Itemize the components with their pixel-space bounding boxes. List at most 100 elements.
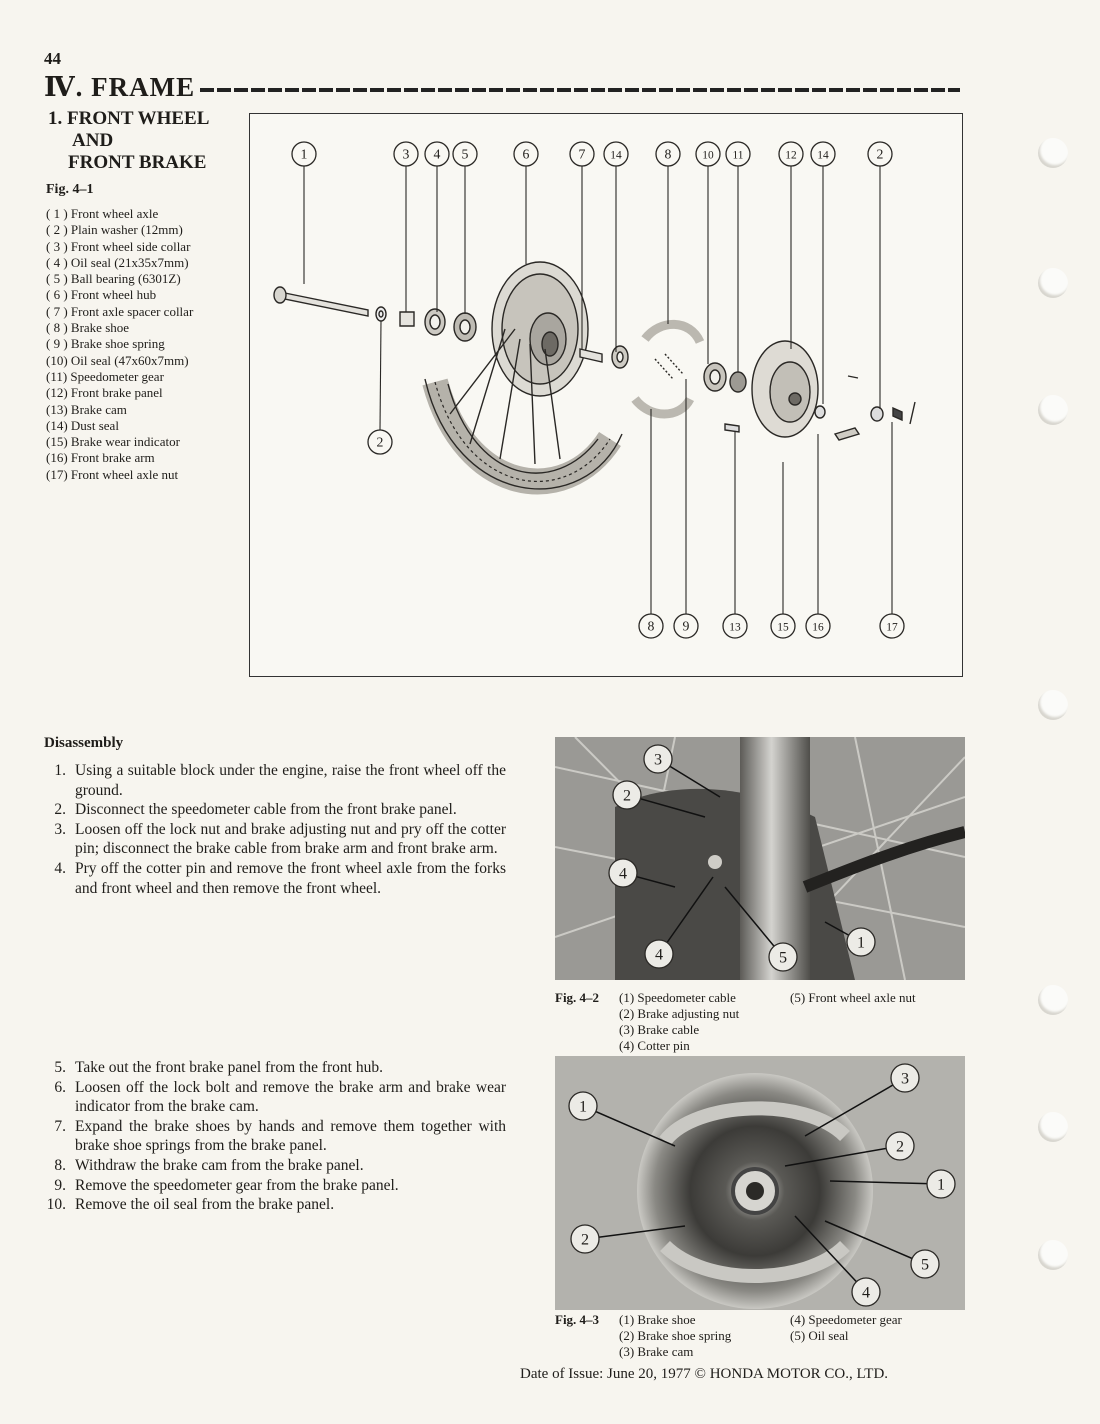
callout-marker: 9 — [673, 613, 699, 639]
parts-list-item: ( 4 ) Oil seal (21x35x7mm) — [46, 254, 189, 270]
callout-marker: 11 — [725, 141, 751, 167]
callout-number: 14 — [817, 150, 829, 162]
caption-item: (1) Speedometer cable — [619, 990, 736, 1005]
callout-number: 2 — [896, 1138, 904, 1155]
callout-circle — [452, 141, 478, 167]
leader-line — [829, 1180, 942, 1185]
callout-circle — [644, 939, 674, 969]
callout-number: 13 — [729, 622, 741, 634]
step-text: Remove the speedometer gear from the bra… — [75, 1176, 399, 1194]
fig2-label: Fig. 4–2 — [555, 990, 600, 1005]
callout-number: 2 — [377, 435, 384, 450]
step-number: 8. — [54, 1156, 66, 1174]
fig2-items-left: (1) Speedometer cable(2) Brake adjusting… — [619, 990, 739, 1054]
binder-hole — [1038, 690, 1068, 720]
step-text: Loosen off the lock nut and brake adjust… — [75, 820, 506, 858]
callout-circle — [867, 141, 893, 167]
callout-marker: 8 — [655, 141, 681, 167]
callout-marker: 2 — [612, 780, 642, 810]
callout-circle — [612, 780, 642, 810]
step-number: 6. — [54, 1078, 66, 1096]
parts-list-item: (14) Dust seal — [46, 417, 119, 433]
leader-line — [794, 1215, 867, 1293]
callout-number: 1 — [301, 147, 308, 162]
binder-hole — [1038, 138, 1068, 168]
callout-circle — [768, 942, 798, 972]
callout-circle — [424, 141, 450, 167]
callout-number: 1 — [579, 1098, 587, 1115]
leader-line — [379, 320, 382, 431]
leader-line — [824, 1220, 926, 1265]
callout-circle — [695, 141, 721, 167]
binder-hole — [1038, 1240, 1068, 1270]
step-text: Expand the brake shoes by hands and remo… — [75, 1117, 506, 1155]
disassembly-step: 10.Remove the oil seal from the brake pa… — [44, 1195, 506, 1215]
callout-number: 3 — [901, 1070, 909, 1087]
parts-list-item: (16) Front brake arm — [46, 450, 155, 466]
parts-list-item: (17) Front wheel axle nut — [46, 466, 179, 482]
callout-marker: 13 — [722, 613, 748, 639]
title-rule — [200, 88, 960, 92]
step-text: Withdraw the brake cam from the brake pa… — [75, 1156, 364, 1174]
parts-list-item: ( 8 ) Brake shoe — [46, 320, 130, 336]
parts-list-item: ( 6 ) Front wheel hub — [46, 287, 157, 303]
fig3-items-left: (1) Brake shoe(2) Brake shoe spring(3) B… — [619, 1312, 731, 1360]
caption-item: (4) Speedometer gear — [790, 1312, 902, 1327]
callout-number: 12 — [785, 150, 797, 162]
brake-shoes-drawing — [631, 319, 705, 419]
callout-circle — [846, 927, 876, 957]
brake-panel-drawing — [751, 340, 819, 438]
callout-number: 4 — [619, 865, 627, 882]
parts-list-item: ( 3 ) Front wheel side collar — [46, 238, 191, 254]
front-wheel-axle-drawing — [273, 286, 369, 317]
step-text: Remove the oil seal from the brake panel… — [75, 1196, 335, 1214]
binder-hole — [1038, 1112, 1068, 1142]
callout-circle — [643, 744, 673, 774]
disassembly-step: 8. Withdraw the brake cam from the brake … — [44, 1156, 506, 1176]
step-text: Disconnect the speedometer cable from th… — [75, 801, 457, 819]
parts-list-item: (12) Front brake panel — [46, 385, 163, 401]
step-text: Using a suitable block under the engine,… — [75, 762, 506, 799]
callout-marker: 4 — [608, 858, 638, 888]
callout-marker: 14 — [603, 141, 629, 167]
callout-marker: 3 — [643, 744, 673, 774]
callout-number: 2 — [877, 147, 884, 162]
leader-line — [658, 876, 714, 955]
callout-number: 8 — [648, 619, 655, 634]
callout-circle — [367, 429, 393, 455]
callout-marker: 12 — [778, 141, 804, 167]
parts-list-item: ( 1 ) Front wheel axle — [46, 206, 159, 221]
callout-circle — [885, 1131, 915, 1161]
parts-list-item: (13) Brake cam — [46, 401, 127, 417]
disassembly-step: 3.Loosen off the lock nut and brake adju… — [44, 820, 506, 859]
disassembly-step: 2.Disconnect the speedometer cable from … — [44, 800, 506, 820]
callout-number: 1 — [857, 934, 865, 951]
binder-hole — [1038, 395, 1068, 425]
callout-circle — [725, 141, 751, 167]
disassembly-step: 6.Loosen off the lock bolt and remove th… — [44, 1078, 506, 1117]
callout-number: 5 — [462, 147, 469, 162]
parts-list-item: ( 5 ) Ball bearing (6301Z) — [46, 271, 181, 287]
disassembly-step: 4.Pry off the cotter pin and remove the … — [44, 859, 506, 898]
callout-marker: 5 — [910, 1249, 940, 1279]
disassembly-step: 1. Using a suitable block under the engin… — [44, 761, 506, 800]
step-number: 1. — [54, 762, 66, 779]
parts-list-item: (10) Oil seal (47x60x7mm) — [46, 352, 189, 368]
caption-item: (3) Brake cable — [619, 1022, 700, 1037]
callout-circle — [778, 141, 804, 167]
callout-marker: 17 — [879, 613, 905, 639]
callout-marker: 7 — [569, 141, 595, 167]
callout-number: 2 — [581, 1231, 589, 1248]
callout-circle — [890, 1063, 920, 1093]
caption-item: (2) Brake adjusting nut — [619, 1006, 740, 1021]
callout-marker: 14 — [810, 141, 836, 167]
leader-line — [804, 1077, 906, 1137]
callout-circle — [393, 141, 419, 167]
fig3-label: Fig. 4–3 — [555, 1312, 600, 1327]
footer-issue-date: Date of Issue: June 20, 1977 © HONDA MOT… — [520, 1366, 889, 1382]
